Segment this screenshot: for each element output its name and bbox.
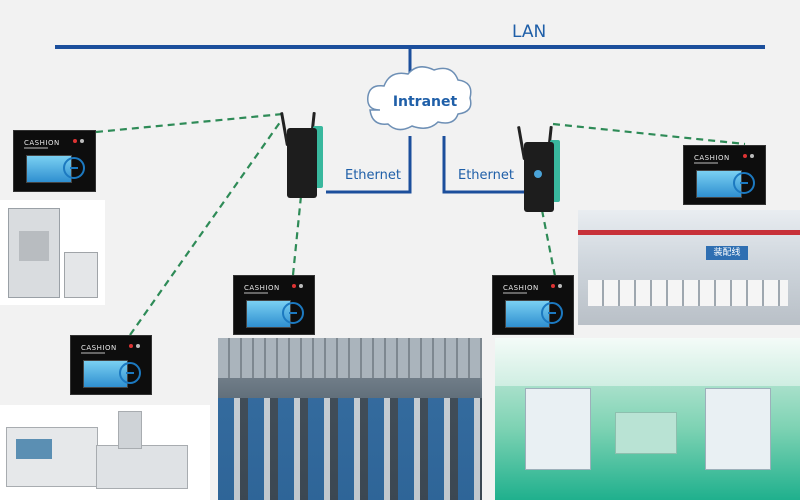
terminal-icon: CASHION xyxy=(683,145,766,205)
wireless-link-tl xyxy=(95,112,284,134)
factory-floor-photo xyxy=(218,338,482,500)
injection-moulding-machine-photo xyxy=(0,405,210,500)
wireless-link-tr xyxy=(552,122,746,146)
ethernet-label-right: Ethernet xyxy=(458,168,514,183)
lan-label: LAN xyxy=(512,22,547,42)
terminal-brand: CASHION xyxy=(81,344,117,352)
terminal-brand: CASHION xyxy=(694,154,730,162)
ethernet-link-left xyxy=(326,136,412,194)
router-icon xyxy=(280,111,337,204)
terminal-icon: CASHION xyxy=(70,335,152,395)
press-machine-photo xyxy=(0,200,105,305)
terminal-icon: CASHION xyxy=(233,275,315,335)
terminal-brand: CASHION xyxy=(244,284,280,292)
cloud-icon xyxy=(367,66,472,131)
ethernet-link-right xyxy=(442,136,530,194)
assembly-line-photo: 装配线 xyxy=(578,210,800,325)
wireless-link-mr xyxy=(538,199,557,277)
terminal-icon: CASHION xyxy=(13,130,96,192)
wireless-link-ml xyxy=(291,185,304,276)
ethernet-label-left: Ethernet xyxy=(345,168,401,183)
terminal-icon: CASHION xyxy=(492,275,574,335)
terminal-brand: CASHION xyxy=(503,284,539,292)
terminal-brand: CASHION xyxy=(24,139,60,147)
router-icon xyxy=(517,125,574,218)
intranet-label: Intranet xyxy=(392,94,458,110)
cleanroom-photo xyxy=(495,338,800,500)
wireless-link-ll xyxy=(129,117,284,336)
